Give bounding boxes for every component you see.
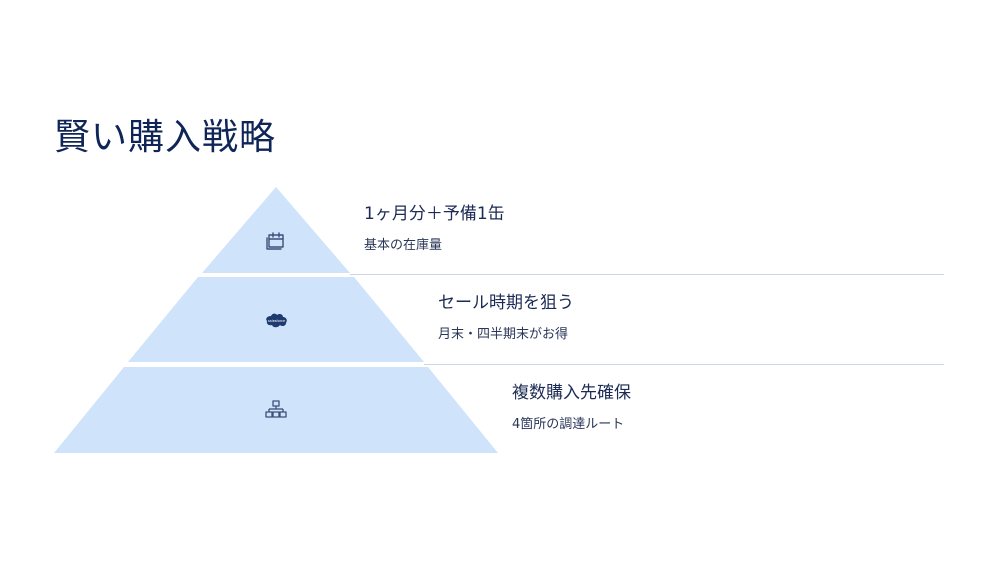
level-1-title: 1ヶ月分＋予備1缶	[364, 204, 505, 224]
level-2-title: セール時期を狙う	[438, 293, 574, 313]
calendar-icon	[266, 232, 284, 250]
level-1-text: 1ヶ月分＋予備1缶 基本の在庫量	[364, 203, 505, 255]
divider-top	[350, 274, 944, 275]
level-3-title: 複数購入先確保	[512, 383, 631, 403]
level-2-text: セール時期を狙う 月末・四半期末がお得	[438, 292, 574, 344]
pyramid-tier-top	[202, 187, 350, 273]
slide-title: 賢い購入戦略	[54, 117, 277, 158]
salesforce-cloud-icon: salesforce	[266, 313, 287, 328]
level-2-subtitle: 月末・四半期末がお得	[438, 327, 569, 342]
network-hierarchy-icon	[265, 400, 287, 418]
pyramid-tier-bottom	[54, 367, 498, 453]
level-3-subtitle: 4箇所の調達ルート	[512, 417, 625, 432]
level-1-subtitle: 基本の在庫量	[364, 238, 443, 253]
svg-text:salesforce: salesforce	[268, 319, 285, 323]
divider-middle	[424, 364, 944, 365]
level-3-text: 複数購入先確保 4箇所の調達ルート	[512, 382, 631, 434]
